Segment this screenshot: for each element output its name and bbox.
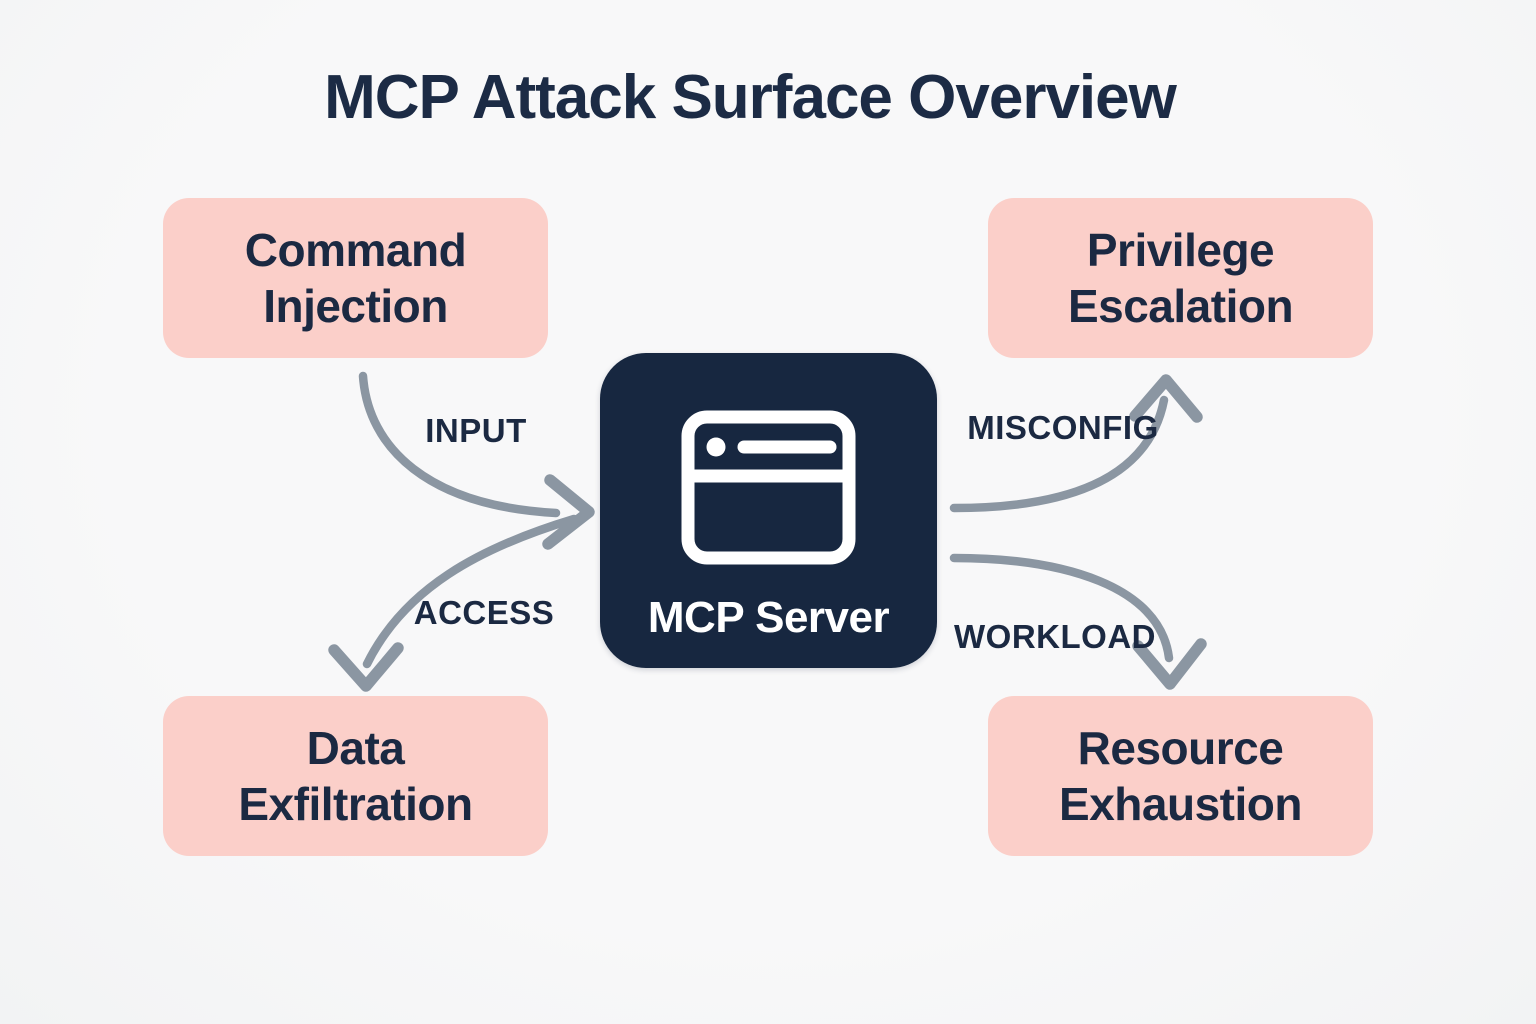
arrow-input-head (542, 474, 595, 550)
server-window-icon (681, 410, 856, 565)
node-privilege-escalation-label: Privilege Escalation (1067, 223, 1294, 332)
node-command-injection-label: Command Injection (244, 223, 467, 332)
edge-label-access: ACCESS (413, 594, 555, 631)
edge-label-input: INPUT (425, 412, 527, 449)
server-label: MCP Server (647, 593, 890, 642)
node-resource-exhaustion: Resource Exhaustion (988, 696, 1373, 856)
node-command-injection: Command Injection (163, 198, 548, 358)
edge-label-misconfig: MISCONFIG (967, 409, 1159, 446)
node-privilege-escalation: Privilege Escalation (988, 198, 1373, 358)
diagram-title: MCP Attack Surface Overview (324, 63, 1177, 132)
node-data-exfiltration: Data Exfiltration (163, 696, 548, 856)
arrow-access-shaft (362, 514, 579, 669)
node-resource-exhaustion-label: Resource Exhaustion (1059, 721, 1302, 830)
node-mcp-server: MCP Server (600, 353, 937, 668)
arrow-access-head (328, 642, 404, 692)
node-data-exfiltration-label: Data Exfiltration (238, 721, 473, 830)
edge-label-workload: WORKLOAD (954, 618, 1156, 655)
